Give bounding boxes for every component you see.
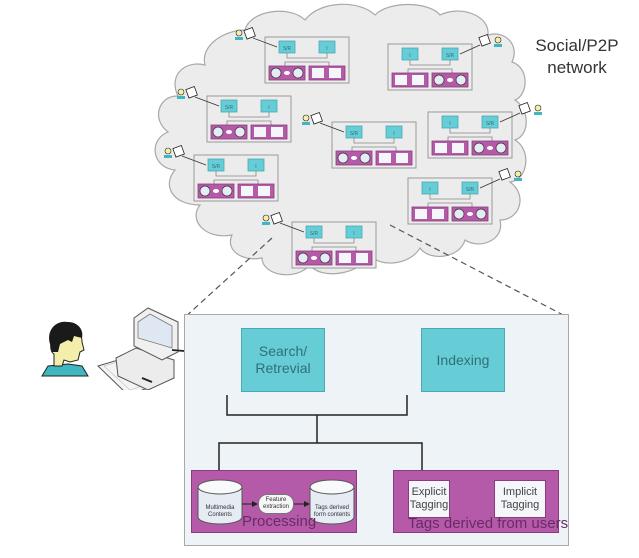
search-node-label: S/R — [310, 231, 319, 237]
person-icon — [41, 321, 89, 377]
network-title-line1: Social/P2P — [535, 36, 619, 55]
feature-extraction-step: Feature extraction — [258, 494, 294, 514]
peer-user-icon — [262, 212, 283, 225]
processing-label: Processing — [242, 513, 317, 530]
index-node-label: I — [409, 53, 410, 59]
feature-extraction-line2: extraction — [262, 504, 289, 510]
feature-extraction-line1: Feature — [265, 497, 287, 503]
index-node-label: I — [326, 46, 327, 52]
index-node-label: I — [353, 231, 354, 237]
multimedia-label: Multimedia Contents — [198, 505, 242, 519]
search-node-label: S/R — [446, 53, 455, 59]
multimedia-line1: Multimedia — [205, 505, 235, 511]
peer-node: S/R I — [164, 145, 279, 202]
index-node-label: I — [429, 187, 430, 193]
tags-content-label: Tags derived form contents — [310, 505, 354, 519]
search-node-label: S/R — [225, 105, 234, 111]
peer-user-icon — [177, 86, 198, 99]
peer-user-icon — [302, 112, 323, 125]
search-node-label: S/R — [466, 187, 475, 193]
implicit-line2: Tagging — [500, 499, 540, 511]
peer-user-icon — [518, 102, 542, 115]
network-title-line2: network — [547, 58, 607, 77]
tags-content-line1: Tags derived — [314, 505, 350, 511]
peer-user-icon — [235, 27, 256, 40]
peer-node: S/R I — [407, 168, 522, 225]
user-workstation — [41, 307, 179, 390]
processing-box: Multimedia Contents Feature extraction T… — [191, 470, 357, 533]
peer-detail-panel: Search/ Retrevial Indexing — [184, 314, 569, 546]
peer-node: S/R I — [177, 86, 292, 143]
peer-node: S/R I — [235, 27, 350, 84]
search-retrieval-line1: Search/ — [258, 343, 308, 359]
peer-node: S/R I — [427, 102, 542, 159]
user-tags-label: Tags derived from users — [408, 515, 569, 532]
peer-user-icon — [478, 34, 502, 47]
index-node-label: I — [393, 131, 394, 137]
explicit-tagging-box: Explicit Tagging — [408, 480, 450, 518]
panel-connectors — [218, 395, 423, 471]
peer-user-icon — [498, 168, 522, 181]
implicit-tagging-box: Implicit Tagging — [494, 480, 546, 518]
computer-icon — [115, 307, 179, 390]
peer-node: S/R I — [387, 34, 502, 91]
explicit-line1: Explicit — [411, 486, 447, 498]
indexing-label: Indexing — [436, 351, 490, 368]
peer-node: S/R I — [302, 112, 417, 169]
implicit-line1: Implicit — [502, 486, 538, 498]
search-retrieval-box: Search/ Retrevial — [241, 328, 325, 392]
network-title: Social/P2P network — [522, 35, 632, 79]
search-retrieval-line2: Retrevial — [255, 360, 311, 376]
indexing-box: Indexing — [421, 328, 505, 392]
tags-content-line2: form contents — [313, 512, 351, 518]
multimedia-line2: Contents — [207, 512, 232, 518]
tags-content-cylinder — [309, 479, 355, 525]
index-node-label: I — [268, 105, 269, 111]
peer-node: S/R I — [262, 212, 377, 269]
search-node-label: S/R — [486, 121, 495, 127]
zoom-line-right — [389, 224, 570, 319]
index-node-label: I — [449, 121, 450, 127]
multimedia-cylinder — [197, 479, 243, 525]
index-node-label: I — [255, 164, 256, 170]
explicit-line2: Tagging — [409, 499, 449, 511]
user-tags-box: Explicit Tagging Implicit Tagging Tags d… — [393, 470, 568, 533]
search-node-label: S/R — [283, 46, 292, 52]
processing-graphics — [197, 479, 355, 525]
peer-user-icon — [164, 145, 185, 158]
search-node-label: S/R — [350, 131, 359, 137]
search-node-label: S/R — [212, 164, 221, 170]
